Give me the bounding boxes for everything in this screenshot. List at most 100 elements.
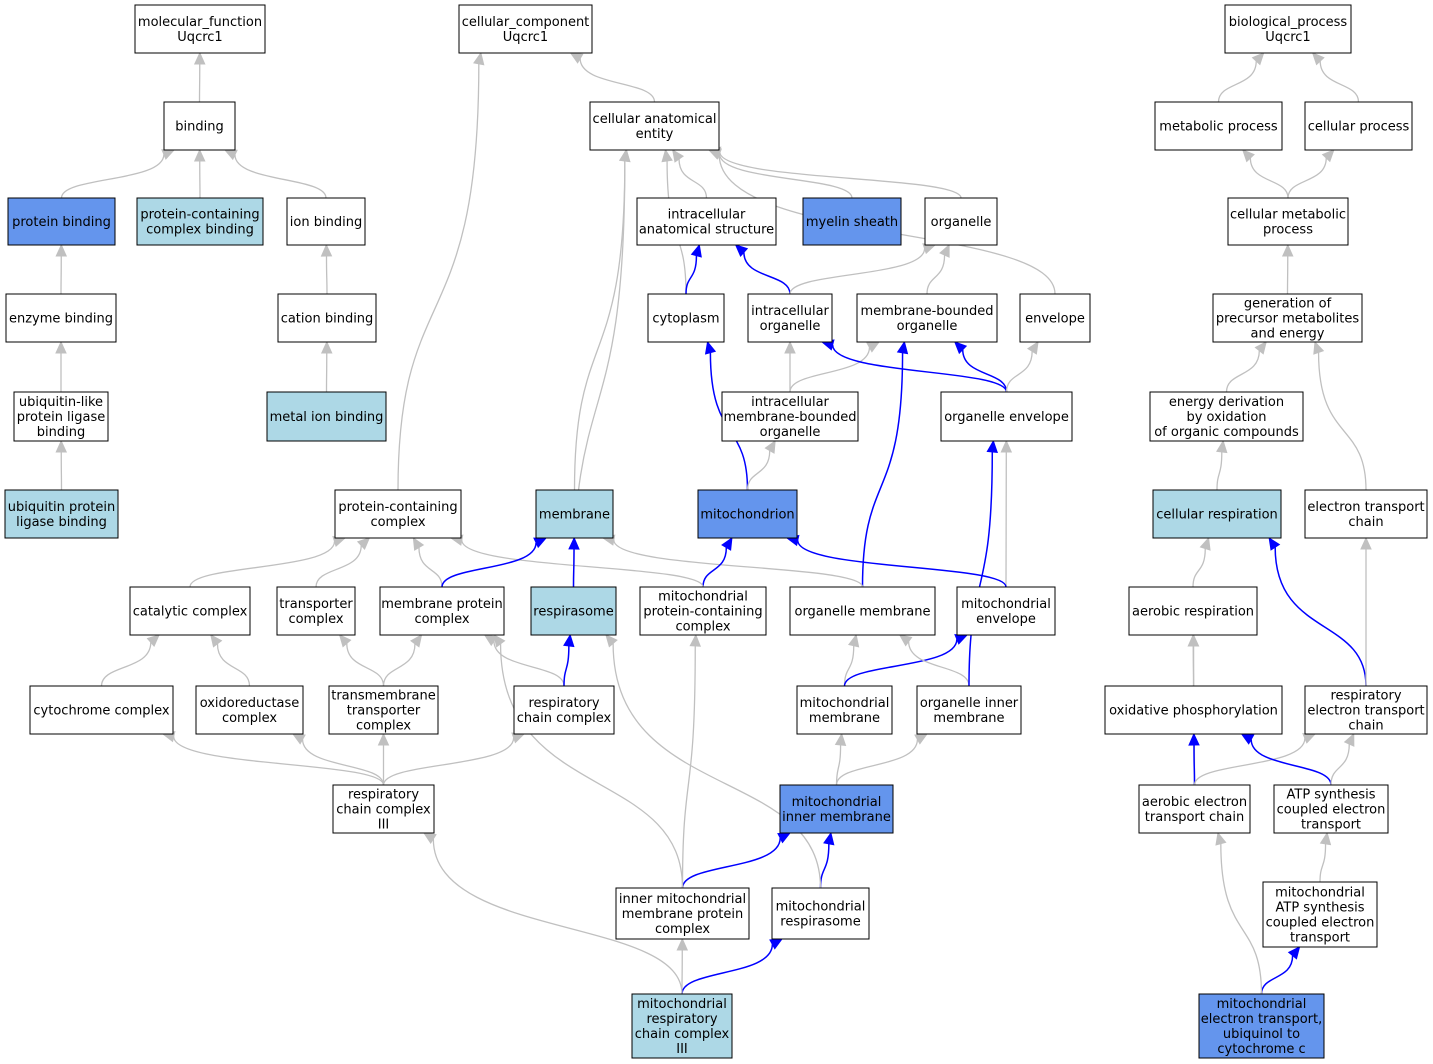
node-label: ion binding (290, 215, 362, 230)
node-envelope[interactable]: envelope (1019, 293, 1091, 343)
node-box (956, 586, 1056, 636)
node-label: entity (636, 127, 674, 142)
node-myelin-sheath[interactable]: myelin sheath (802, 197, 902, 246)
node-ion-binding[interactable]: ion binding (286, 197, 366, 246)
node-label: oxidoreductase (200, 696, 300, 711)
node-organelle-membrane[interactable]: organelle membrane (789, 586, 936, 636)
edge-mitochondrial_respiratory_chain_complex_iii-to-mitochondrial_respirasome (681, 938, 784, 995)
node-label: organelle (931, 215, 992, 230)
edge-enzyme_binding-to-protein_binding (55, 243, 68, 295)
node-box (458, 4, 593, 54)
node-label: by oxidation (1186, 410, 1266, 425)
edge-respiratory_chain_complex_iii-to-cytochrome_complex (161, 730, 385, 786)
node-mitochondrion[interactable]: mitochondrion (697, 489, 798, 539)
node-organelle-envelope[interactable]: organelle envelope (940, 391, 1073, 442)
edge-protein_containing_complex_binding-to-binding (193, 148, 206, 199)
node-box (636, 197, 777, 246)
node-box (513, 685, 615, 735)
node-cellular-process[interactable]: cellular process (1304, 101, 1413, 151)
edge-organelle_inner_membrane-to-organelle_envelope (968, 439, 998, 687)
node-oxidative-phosphorylation[interactable]: oxidative phosphorylation (1104, 685, 1283, 735)
edge-transmembrane_transporter_complex-to-membrane_protein_complex (382, 634, 423, 687)
node-label: mitochondrial (776, 900, 866, 915)
node-label: binding (37, 425, 85, 440)
node-label: biological_process (1229, 15, 1348, 30)
node-box (379, 586, 505, 636)
node-label: chain complex (517, 711, 612, 726)
node-respirasome[interactable]: respirasome (530, 586, 617, 636)
node-box (631, 993, 733, 1059)
node-catalytic-complex[interactable]: catalytic complex (129, 586, 251, 636)
edge-intracellular_anatomical_structure-to-cellular_anatomical_entity (672, 149, 708, 199)
node-enzyme-binding[interactable]: enzyme binding (5, 293, 117, 343)
edge-metal_ion_binding-to-cation_binding (320, 340, 333, 393)
node-cellular-respiration[interactable]: cellular respiration (1152, 489, 1282, 539)
node-cytoplasm[interactable]: cytoplasm (647, 293, 725, 343)
node-box (589, 101, 720, 151)
node-label: intracellular (668, 208, 746, 223)
node-box (286, 197, 366, 246)
node-label: of organic compounds (1154, 425, 1299, 440)
node-organelle[interactable]: organelle (924, 197, 998, 246)
node-label: organelle envelope (944, 410, 1069, 425)
edge-respirasome-to-membrane (568, 536, 580, 588)
edge-ubiquitin_protein_ligase_binding-to-ubiquitin_like_protein_ligase_binding (55, 439, 68, 491)
node-label: and energy (1251, 327, 1325, 342)
node-box (195, 685, 304, 735)
node-metabolic-process[interactable]: metabolic process (1154, 101, 1283, 151)
node-metal-ion-binding[interactable]: metal ion binding (266, 391, 387, 442)
node-box (1198, 993, 1325, 1059)
edge-inner_mitochondrial_membrane_protein_complex-to-mitochondrial_protein_containing_complex (681, 633, 701, 889)
node-box (1212, 293, 1363, 343)
node-binding[interactable]: binding (163, 101, 236, 151)
node-cytochrome-complex[interactable]: cytochrome complex (29, 685, 174, 735)
edge-mitochondrial_respirasome-to-respirasome (605, 634, 822, 889)
node-cation-binding[interactable]: cation binding (277, 293, 377, 343)
node-label: membrane (539, 508, 610, 523)
node-protein-binding[interactable]: protein binding (7, 197, 116, 246)
node-box (779, 784, 894, 834)
node-label: electron transport (1307, 704, 1424, 719)
edge-mitochondrial_respirasome-to-mitochondrial_inner_membrane (819, 831, 835, 889)
node-aerobic-respiration[interactable]: aerobic respiration (1128, 586, 1258, 636)
node-label: transmembrane (331, 689, 436, 704)
node-box (1224, 4, 1352, 54)
node-membrane[interactable]: membrane (535, 489, 614, 539)
node-label: Uqcrc1 (1265, 30, 1310, 45)
